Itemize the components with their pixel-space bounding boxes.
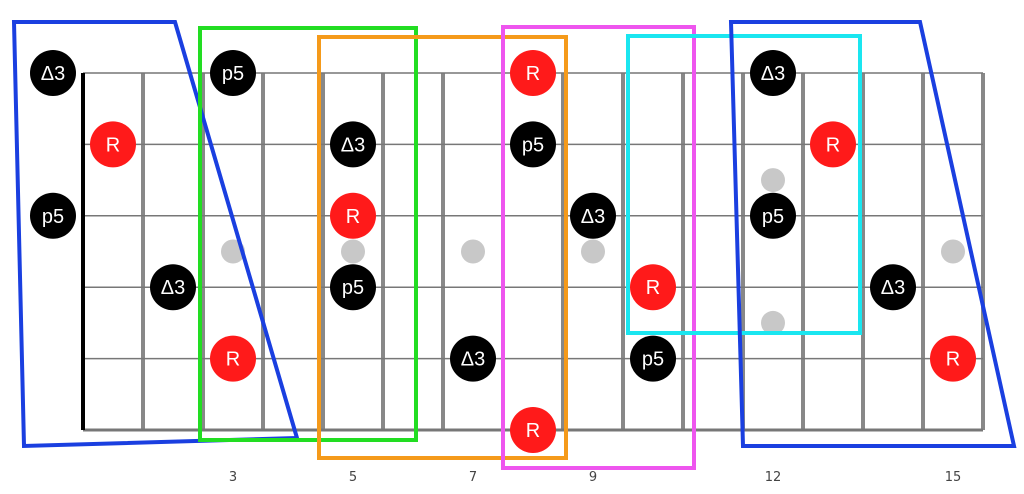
root-note-marker: R [510, 407, 556, 453]
note-label: R [946, 349, 960, 371]
note-label: p5 [642, 349, 664, 371]
fret-number-label: 12 [765, 470, 782, 485]
note-circle [630, 335, 676, 382]
note-label: R [106, 134, 120, 156]
note-label: R [346, 206, 360, 228]
root-note-marker: R [90, 121, 136, 168]
note-circle [870, 264, 916, 311]
note-label: p5 [762, 206, 784, 228]
note-label: R [826, 134, 840, 156]
note-circle [210, 50, 256, 96]
note-circle [30, 50, 76, 96]
note-label: Δ3 [881, 277, 905, 299]
interval-note-marker: Δ3 [750, 50, 796, 96]
note-circle [750, 50, 796, 96]
note-circle [30, 192, 76, 239]
inlay-dot [761, 310, 785, 335]
note-label: Δ3 [761, 63, 785, 85]
fret-number-label: 7 [469, 470, 477, 485]
interval-note-marker: p5 [330, 264, 376, 311]
root-note-marker: R [510, 50, 556, 96]
inlay-dot [461, 239, 485, 264]
inlay-dot [581, 239, 605, 264]
note-circle [450, 335, 496, 382]
root-note-marker: R [330, 192, 376, 239]
note-circle [930, 335, 976, 382]
fret-number-label: 5 [349, 470, 357, 485]
green-shape [198, 26, 418, 442]
fret-number-label: 3 [229, 470, 237, 485]
note-label: R [526, 420, 540, 442]
shape-boxes [11, 20, 1017, 470]
note-label: p5 [342, 277, 364, 299]
interval-note-marker: Δ3 [30, 50, 76, 96]
note-circle [510, 407, 556, 453]
interval-note-marker: p5 [30, 192, 76, 239]
note-circle [510, 50, 556, 96]
interval-note-marker: Δ3 [870, 264, 916, 311]
note-circle [750, 192, 796, 239]
note-label: Δ3 [341, 134, 365, 156]
note-circle [330, 192, 376, 239]
note-label: R [646, 277, 660, 299]
note-label: p5 [42, 206, 64, 228]
note-label: Δ3 [581, 206, 605, 228]
note-label: p5 [522, 134, 544, 156]
note-label: R [226, 349, 240, 371]
note-circle [570, 192, 616, 239]
note-circle [330, 121, 376, 168]
inlay-dot [341, 239, 365, 264]
interval-note-marker: p5 [630, 335, 676, 382]
note-circle [510, 121, 556, 168]
interval-note-marker: Δ3 [450, 335, 496, 382]
note-label: Δ3 [161, 277, 185, 299]
fret-number-label: 9 [589, 470, 597, 485]
interval-note-marker: p5 [210, 50, 256, 96]
cyan-shape [626, 34, 862, 335]
inlay-dot [941, 239, 965, 264]
fretboard-grid [81, 72, 985, 432]
note-circle [90, 121, 136, 168]
interval-note-marker: p5 [510, 121, 556, 168]
note-circle [210, 335, 256, 382]
interval-note-marker: Δ3 [150, 264, 196, 311]
blue-right-shape [728, 20, 1017, 448]
fret-number-label: 15 [945, 470, 962, 485]
note-circle [150, 264, 196, 311]
interval-note-marker: Δ3 [330, 121, 376, 168]
note-circle [630, 264, 676, 311]
note-label: Δ3 [41, 63, 65, 85]
note-label: R [526, 63, 540, 85]
root-note-marker: R [630, 264, 676, 311]
note-circle [330, 264, 376, 311]
note-label: Δ3 [461, 349, 485, 371]
note-label: p5 [222, 63, 244, 85]
root-note-marker: R [810, 121, 856, 168]
interval-note-marker: p5 [750, 192, 796, 239]
fret-numbers: 3 5 7 9 12 15 [229, 470, 961, 485]
magenta-shape [501, 25, 696, 470]
root-note-marker: R [930, 335, 976, 382]
inlay-dot [761, 168, 785, 193]
orange-shape [317, 35, 568, 460]
root-note-marker: R [210, 335, 256, 382]
interval-note-marker: Δ3 [570, 192, 616, 239]
note-circle [810, 121, 856, 168]
